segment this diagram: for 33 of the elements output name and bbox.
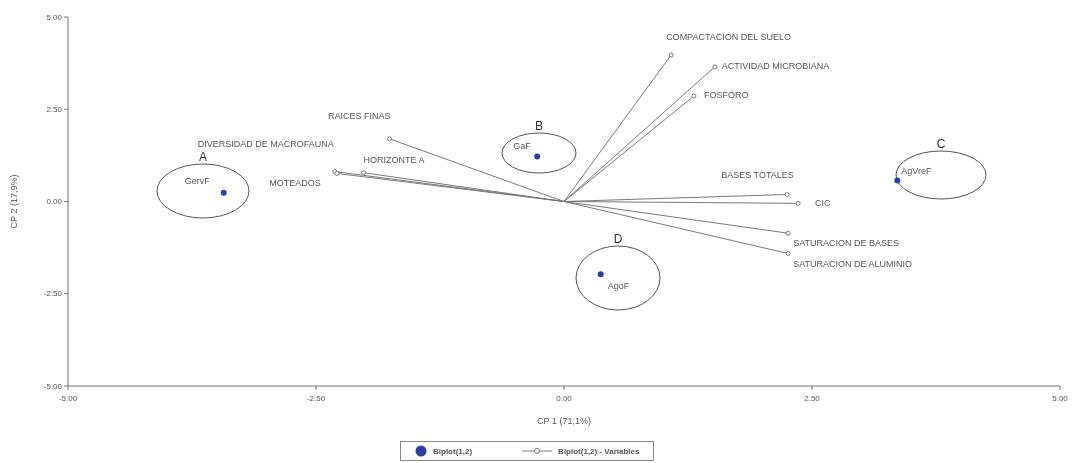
variable-label: ACTIVIDAD MICROBIANA xyxy=(721,61,830,73)
legend-label: Biplot(1,2) - Variables xyxy=(558,446,640,456)
variable-label: MOTEADOS xyxy=(269,177,321,189)
tick-label: -5.00 xyxy=(58,392,78,404)
tick-label: 2.50 xyxy=(46,103,62,115)
variable-label: DIVERSIDAD DE MACROFAUNA xyxy=(197,139,334,151)
variable-label: BASES TOTALES xyxy=(721,170,794,181)
axis-title: CP 1 (71,1%) xyxy=(537,415,591,427)
group-letter: C xyxy=(936,138,946,150)
group-letter: D xyxy=(613,233,623,245)
group-letter: B xyxy=(535,120,543,132)
variable-label: SATURACION DE ALUMINIO xyxy=(793,259,913,270)
variable-label: CIC xyxy=(815,197,831,209)
point-label: GervF xyxy=(184,176,210,188)
variable-label: SATURACION DE BASES xyxy=(793,237,900,249)
point-label: AgVreF xyxy=(901,165,932,177)
tick-label: 2.50 xyxy=(804,392,820,404)
tick-label: -2.50 xyxy=(306,392,326,404)
tick-label: -2.50 xyxy=(43,288,62,300)
tick-label: 5.00 xyxy=(1052,392,1068,404)
tick-label: 5.00 xyxy=(46,11,62,23)
variable-label: HORIZONTE A xyxy=(363,155,425,167)
variable-label: RAICES FINAS xyxy=(327,111,391,123)
variable-label: COMPACTACION DEL SUELO xyxy=(666,31,791,43)
legend-label: Biplot(1,2) xyxy=(433,446,473,456)
point-label: AgoF xyxy=(607,280,630,292)
axis-title: CP 2 (17,9%) xyxy=(8,174,20,229)
point-label: GaF xyxy=(513,140,531,152)
group-letter: A xyxy=(199,151,207,163)
tick-label: 0.00 xyxy=(46,196,62,207)
tick-label: -5.00 xyxy=(43,380,62,392)
variable-label: FOSFORO xyxy=(703,90,749,102)
tick-label: 0.00 xyxy=(556,392,572,404)
